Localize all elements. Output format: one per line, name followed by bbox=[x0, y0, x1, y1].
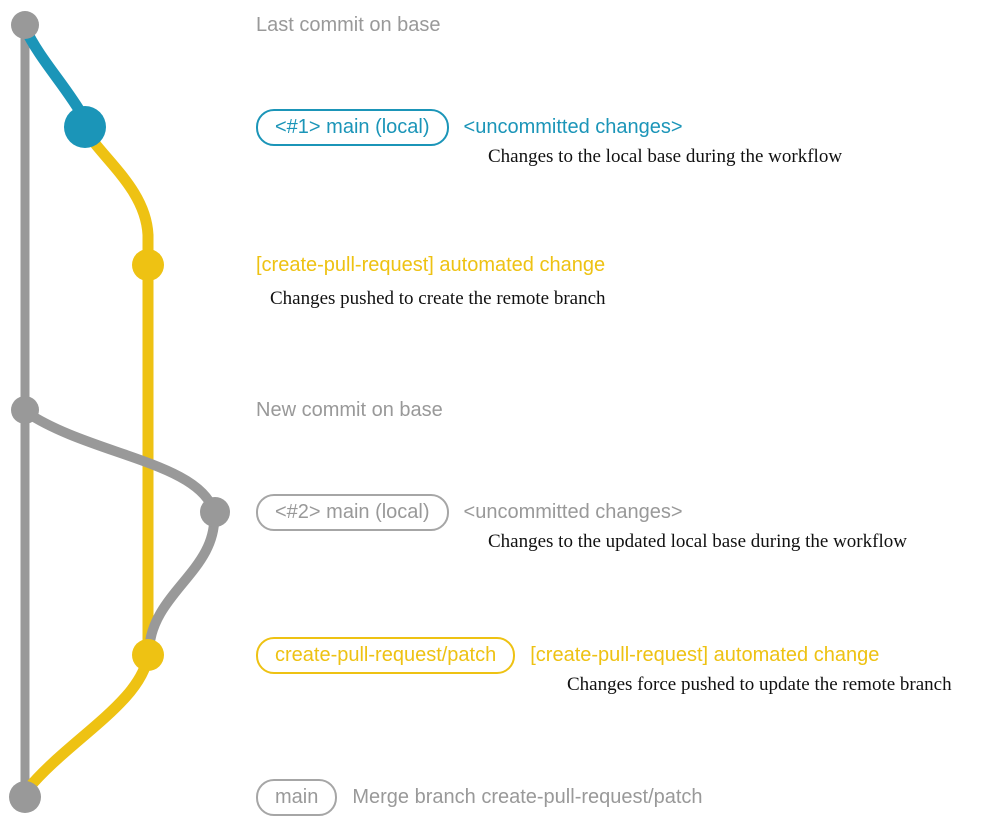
branch-badge-main-local-1: <#1> main (local) bbox=[256, 109, 449, 146]
last-commit-label: Last commit on base bbox=[256, 14, 441, 36]
commit-message-local-2: <uncommitted changes> bbox=[463, 501, 683, 523]
description-local-1: Changes to the local base during the wor… bbox=[488, 146, 843, 167]
uncommitted-changes-edge-1 bbox=[19, 22, 90, 124]
description-push-1: Changes pushed to create the remote bran… bbox=[270, 288, 606, 309]
branch-badge-main-local-2: <#2> main (local) bbox=[256, 494, 449, 531]
commit-message-push-1: [create-pull-request] automated change bbox=[256, 254, 606, 276]
branch-badge-main: main bbox=[256, 779, 338, 816]
annotation-push-1: [create-pull-request] automated change bbox=[256, 247, 605, 284]
new-commit-label: New commit on base bbox=[256, 399, 443, 421]
commit-node-patch-2 bbox=[132, 639, 164, 671]
annotation-local-1: <#1> main (local) <uncommitted changes> bbox=[256, 109, 683, 146]
branch-badge-patch: create-pull-request/patch bbox=[256, 637, 516, 674]
commit-node-local-1 bbox=[64, 106, 106, 148]
annotation-new-commit: New commit on base bbox=[256, 398, 443, 422]
description-local-2: Changes to the updated local base during… bbox=[488, 531, 907, 552]
commit-node-new-base bbox=[11, 396, 39, 424]
commit-node-merge bbox=[9, 781, 41, 813]
commit-node-patch-1 bbox=[132, 249, 164, 281]
annotation-push-2: create-pull-request/patch [create-pull-r… bbox=[256, 637, 879, 674]
annotation-merge: main Merge branch create-pull-request/pa… bbox=[256, 779, 703, 816]
commit-node-local-2 bbox=[200, 497, 230, 527]
commit-message-push-2: [create-pull-request] automated change bbox=[530, 644, 880, 666]
annotation-last-commit: Last commit on base bbox=[256, 13, 441, 37]
base-update-edge bbox=[21, 407, 220, 655]
commit-node-last-base bbox=[11, 11, 39, 39]
git-graph bbox=[9, 11, 230, 813]
description-push-2: Changes force pushed to update the remot… bbox=[567, 674, 952, 695]
commit-message-merge: Merge branch create-pull-request/patch bbox=[352, 786, 703, 808]
annotation-local-2: <#2> main (local) <uncommitted changes> bbox=[256, 494, 683, 531]
commit-message-local-1: <uncommitted changes> bbox=[463, 116, 683, 138]
